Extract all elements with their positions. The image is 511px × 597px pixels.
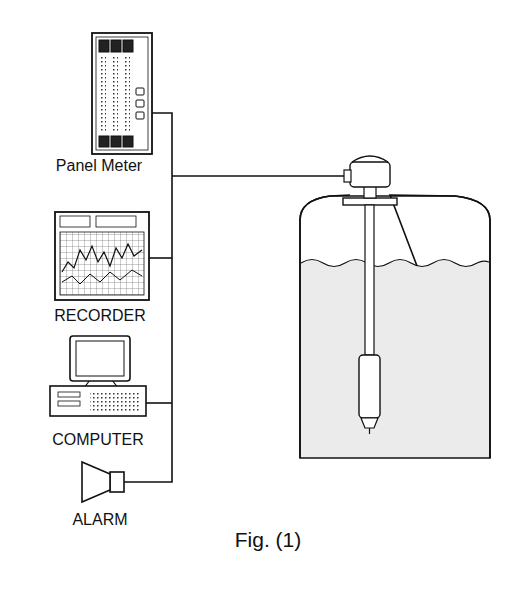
panel-meter-icon [92,33,152,154]
device-label: COMPUTER [52,431,144,449]
device-label: ALARM [72,511,127,529]
alarm-horn-icon [82,462,124,502]
device-label: Panel Meter [56,157,142,175]
device-label: RECORDER [54,307,146,325]
level-probe [343,156,397,434]
storage-tank [300,195,490,458]
figure-caption: Fig. (1) [235,528,302,551]
recorder-icon [55,212,149,300]
computer-icon [50,336,146,416]
